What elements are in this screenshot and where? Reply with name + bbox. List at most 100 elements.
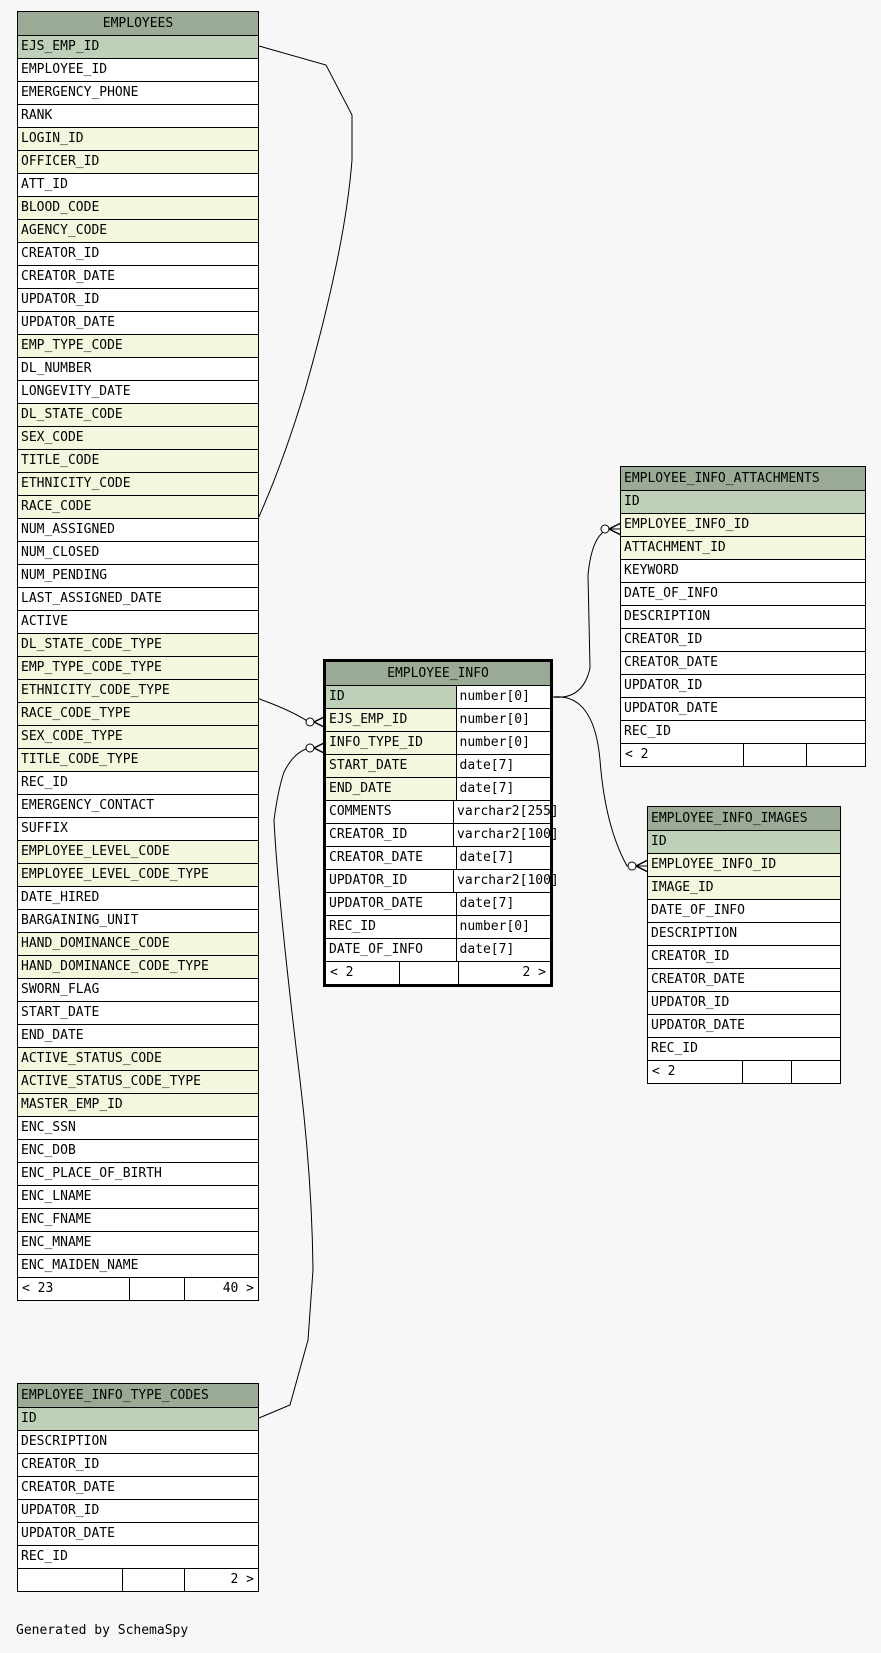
table-row[interactable]: CREATOR_ID [648,946,840,969]
table-row[interactable]: SWORN_FLAG [18,979,258,1002]
table-row[interactable]: HAND_DOMINANCE_CODE [18,933,258,956]
table-row[interactable]: AGENCY_CODE [18,220,258,243]
table-row[interactable]: CREATOR_ID [621,629,865,652]
table-row[interactable]: ACTIVE_STATUS_CODE [18,1048,258,1071]
table-row[interactable]: ENC_MAIDEN_NAME [18,1255,258,1278]
table-row[interactable]: OFFICER_ID [18,151,258,174]
table-header[interactable]: EMPLOYEE_INFO_IMAGES [648,807,840,831]
table-row[interactable]: TITLE_CODE [18,450,258,473]
table-row[interactable]: BARGAINING_UNIT [18,910,258,933]
table-row[interactable]: RACE_CODE [18,496,258,519]
table-row[interactable]: TITLE_CODE_TYPE [18,749,258,772]
table-row[interactable]: LAST_ASSIGNED_DATE [18,588,258,611]
table-row[interactable]: DESCRIPTION [18,1431,258,1454]
table-row[interactable]: DATE_HIRED [18,887,258,910]
table-row[interactable]: HAND_DOMINANCE_CODE_TYPE [18,956,258,979]
table-row[interactable]: UPDATOR_ID [18,289,258,312]
table-row[interactable]: LOGIN_ID [18,128,258,151]
table-row[interactable]: ACTIVE [18,611,258,634]
table-row[interactable]: RANK [18,105,258,128]
table-row[interactable]: BLOOD_CODE [18,197,258,220]
table-row[interactable]: EJS_EMP_ID [18,36,258,59]
table-row[interactable]: MASTER_EMP_ID [18,1094,258,1117]
table-row[interactable]: CREATOR_DATE [621,652,865,675]
table-header[interactable]: EMPLOYEE_INFO_TYPE_CODES [18,1384,258,1408]
table-header[interactable]: EMPLOYEE_INFO_ATTACHMENTS [621,467,865,491]
table-row[interactable]: ATTACHMENT_ID [621,537,865,560]
table-row[interactable]: ENC_DOB [18,1140,258,1163]
table-row[interactable]: CREATOR_ID [18,243,258,266]
table-row[interactable]: CREATOR_DATE [18,1477,258,1500]
table-row[interactable]: CREATOR_DATE [18,266,258,289]
table-row[interactable]: UPDATOR_ID [18,1500,258,1523]
table-row[interactable]: EMPLOYEE_INFO_ID [648,854,840,877]
table-row[interactable]: UPDATOR_DATE [648,1015,840,1038]
table-row[interactable]: NUM_PENDING [18,565,258,588]
table-row[interactable]: ETHNICITY_CODE [18,473,258,496]
table-row[interactable]: DL_STATE_CODE [18,404,258,427]
table-row[interactable]: START_DATE [18,1002,258,1025]
table-row[interactable]: ETHNICITY_CODE_TYPE [18,680,258,703]
table-row[interactable]: EMPLOYEE_LEVEL_CODE_TYPE [18,864,258,887]
table-row[interactable]: ID [621,491,865,514]
table-header[interactable]: EMPLOYEES [18,12,258,36]
table-row[interactable]: DESCRIPTION [621,606,865,629]
table-row[interactable]: SUFFIX [18,818,258,841]
table-row[interactable]: DATE_OF_INFO [648,900,840,923]
table-row[interactable]: EMPLOYEE_LEVEL_CODE [18,841,258,864]
table-row[interactable]: EMERGENCY_CONTACT [18,795,258,818]
table-row[interactable]: UPDATOR_ID [621,675,865,698]
table-row[interactable]: IMAGE_ID [648,877,840,900]
table-row[interactable]: REC_ID [18,772,258,795]
table-row[interactable]: REC_ID [648,1038,840,1061]
table-row[interactable]: ACTIVE_STATUS_CODE_TYPE [18,1071,258,1094]
table-row[interactable]: UPDATOR_DATE [18,312,258,335]
table-row[interactable]: ENC_PLACE_OF_BIRTH [18,1163,258,1186]
table-row[interactable]: DATE_OF_INFO [621,583,865,606]
table-row[interactable]: ID [18,1408,258,1431]
table-row[interactable]: DL_NUMBER [18,358,258,381]
table-row[interactable]: ENC_MNAME [18,1232,258,1255]
table-row[interactable]: DL_STATE_CODE_TYPE [18,634,258,657]
table-row[interactable]: SEX_CODE_TYPE [18,726,258,749]
table-row[interactable]: DESCRIPTION [648,923,840,946]
table-row[interactable]: EMPLOYEE_INFO_ID [621,514,865,537]
table-row[interactable]: EMPLOYEE_ID [18,59,258,82]
table-row[interactable]: UPDATOR_DATE [621,698,865,721]
table-row[interactable]: CREATOR_ID [18,1454,258,1477]
table-row[interactable]: REC_ID [621,721,865,744]
table-row[interactable]: UPDATOR_DATE [18,1523,258,1546]
table-row[interactable]: KEYWORD [621,560,865,583]
table-row[interactable]: REC_ID [18,1546,258,1569]
table-header[interactable]: EMPLOYEE_INFO [326,662,550,686]
table-row[interactable]: ENC_FNAME [18,1209,258,1232]
table-row[interactable]: EMERGENCY_PHONE [18,82,258,105]
table-row[interactable]: ENC_LNAME [18,1186,258,1209]
table-row[interactable]: ENC_SSN [18,1117,258,1140]
table-row[interactable]: UPDATOR_ID [648,992,840,1015]
table-row[interactable]: EMP_TYPE_CODE [18,335,258,358]
table-row[interactable]: END_DATE [18,1025,258,1048]
table-row[interactable]: ATT_ID [18,174,258,197]
table-row[interactable]: ID [648,831,840,854]
table-row[interactable]: CREATOR_DATE [648,969,840,992]
table-row[interactable]: LONGEVITY_DATE [18,381,258,404]
table-row[interactable]: NUM_ASSIGNED [18,519,258,542]
